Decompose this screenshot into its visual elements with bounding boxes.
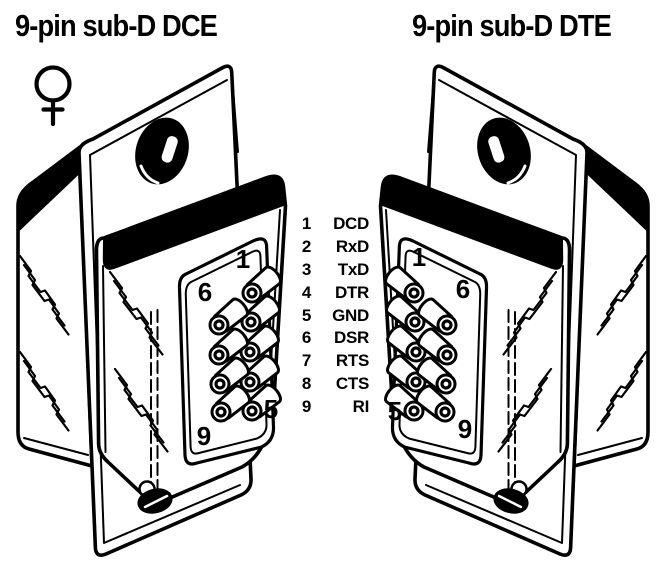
pin-row: 2 RxD <box>295 236 369 259</box>
dce-pin6-label: 6 <box>198 277 212 307</box>
dte-pin5-label: 5 <box>388 396 402 426</box>
pin-number: 8 <box>301 374 311 394</box>
dte-pin1-label: 1 <box>412 242 426 272</box>
signal-name: CTS <box>335 374 369 394</box>
pin-row: 4 DTR <box>295 282 369 305</box>
dce-pin5-label: 5 <box>264 394 278 424</box>
pin-number: 1 <box>301 214 311 233</box>
dce-connector-art <box>16 64 288 557</box>
dce-face-labels: 1 6 5 9 <box>197 244 278 451</box>
pin-row: 1 DCD <box>295 213 369 236</box>
pin-number: 4 <box>301 282 311 302</box>
pin-row: 7 RTS <box>295 350 369 373</box>
signal-name: DTR <box>334 282 369 302</box>
dte-pin6-label: 6 <box>456 274 470 304</box>
dte-face-labels: 1 6 5 9 <box>388 242 472 444</box>
dce-pin9-label: 9 <box>197 421 211 451</box>
pin-number: 3 <box>301 259 311 279</box>
pin-number: 6 <box>301 328 311 348</box>
dte-connector-art <box>378 64 650 557</box>
signal-name: DSR <box>334 328 369 348</box>
dce-pin1-label: 1 <box>236 244 250 274</box>
signal-name: RI <box>352 397 370 417</box>
pin-number: 2 <box>301 236 311 256</box>
signal-name: TxD <box>337 259 370 279</box>
signal-name: DCD <box>333 214 369 233</box>
pin-row: 6 DSR <box>295 327 369 350</box>
female-gender-icon <box>34 65 72 127</box>
pin-row: 3 TxD <box>295 259 369 282</box>
signal-name: GND <box>332 305 369 325</box>
pin-number: 9 <box>301 397 311 417</box>
pin-number: 5 <box>301 305 311 325</box>
signal-name: RxD <box>335 236 369 256</box>
dte-pin9-label: 9 <box>458 414 472 444</box>
pin-row: 5 GND <box>295 305 369 328</box>
pin-row: 8 CTS <box>295 373 369 396</box>
pin-number: 7 <box>301 351 311 371</box>
signal-name: RTS <box>335 351 369 371</box>
title-dte: 9-pin sub-D DTE <box>412 8 612 43</box>
pin-row: 9 RI <box>295 396 369 419</box>
title-dce: 9-pin sub-D DCE <box>15 8 218 43</box>
